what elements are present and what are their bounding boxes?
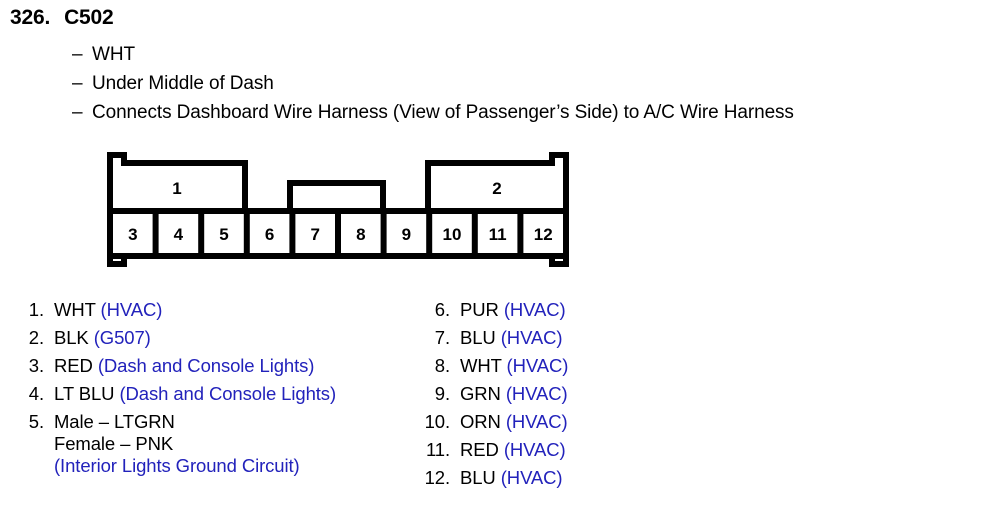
pin-number: 3.	[28, 355, 44, 376]
circuit-name: (HVAC)	[500, 467, 563, 488]
pin-description: LT BLU (Dash and Console Lights)	[44, 383, 408, 405]
circuit-name: (Interior Lights Ground Circuit)	[54, 455, 300, 476]
circuit-name: (HVAC)	[100, 299, 163, 320]
pin-cell-8: 8	[356, 225, 365, 244]
header-line-text: Connects Dashboard Wire Harness (View of…	[92, 102, 794, 123]
pin-number: 6.	[434, 299, 450, 320]
wire-color: RED	[54, 355, 93, 376]
circuit-name: (HVAC)	[503, 439, 566, 460]
pin-description: PUR (HVAC)	[450, 299, 718, 321]
circuit-name: (Dash and Console Lights)	[97, 355, 315, 376]
pin-description: GRN (HVAC)	[450, 383, 718, 405]
wire-color: BLK	[54, 327, 89, 348]
pin-description: BLU (HVAC)	[450, 467, 718, 489]
pin-number: 1.	[28, 299, 44, 320]
wire-color-female: Female – PNK	[54, 433, 174, 454]
wire-color-male: Male – LTGRN	[54, 411, 175, 432]
list-item: 11. RED (HVAC)	[418, 439, 718, 461]
pin-number: 8.	[434, 355, 450, 376]
wire-color: BLU	[460, 467, 496, 488]
connector-upper-label-1: 1	[172, 179, 181, 198]
pin-number: 11.	[425, 439, 450, 460]
circuit-name: (G507)	[93, 327, 151, 348]
circuit-name: (Dash and Console Lights)	[119, 383, 337, 404]
pin-number: 9.	[434, 383, 450, 404]
header-line-wire-color: –WHT	[72, 44, 135, 66]
pin-cell-12: 12	[534, 225, 553, 244]
wire-color: GRN	[460, 383, 501, 404]
list-item: 9. GRN (HVAC)	[418, 383, 718, 405]
connector-upper-label-2: 2	[492, 179, 501, 198]
list-item: 7. BLU (HVAC)	[418, 327, 718, 349]
pin-description: Male – LTGRN Female – PNK (Interior Ligh…	[44, 411, 408, 477]
list-item: 2. BLK (G507)	[18, 327, 408, 349]
pin-cell-5: 5	[219, 225, 228, 244]
header-line-text: WHT	[92, 44, 135, 65]
pin-description: ORN (HVAC)	[450, 411, 718, 433]
pin-number: 12.	[424, 467, 451, 488]
pin-description: WHT (HVAC)	[44, 299, 408, 321]
connector-id: C502	[64, 6, 114, 29]
pin-cell-4: 4	[174, 225, 184, 244]
list-item: 10. ORN (HVAC)	[418, 411, 718, 433]
list-item: 6. PUR (HVAC)	[418, 299, 718, 321]
list-item: 1. WHT (HVAC)	[18, 299, 408, 321]
wire-color: LT BLU	[54, 383, 115, 404]
pin-list-left: 1. WHT (HVAC) 2. BLK (G507) 3. RED (Dash…	[18, 299, 408, 483]
connector-diagram: 1 2 3 4 5 6 7 8 9 10 11 12	[100, 144, 576, 284]
list-item: 3. RED (Dash and Console Lights)	[18, 355, 408, 377]
pin-number: 4.	[28, 383, 44, 404]
pin-description: WHT (HVAC)	[450, 355, 718, 377]
circuit-name: (HVAC)	[500, 327, 563, 348]
pin-description: RED (HVAC)	[450, 439, 718, 461]
bullet-dash-icon: –	[72, 73, 83, 94]
list-item: 5. Male – LTGRN Female – PNK (Interior L…	[18, 411, 408, 477]
header-line-connects: –Connects Dashboard Wire Harness (View o…	[72, 102, 794, 124]
pin-cell-3: 3	[128, 225, 137, 244]
pin-description: RED (Dash and Console Lights)	[44, 355, 408, 377]
pin-number: 5.	[28, 411, 44, 432]
wire-color: ORN	[460, 411, 501, 432]
item-number: 326.	[10, 6, 51, 29]
list-item: 4. LT BLU (Dash and Console Lights)	[18, 383, 408, 405]
circuit-name: (HVAC)	[505, 411, 568, 432]
pin-number: 2.	[28, 327, 44, 348]
header-line-location: –Under Middle of Dash	[72, 73, 274, 95]
pin-description: BLK (G507)	[44, 327, 408, 349]
page-title: 326. C502	[10, 6, 114, 30]
pin-list-right: 6. PUR (HVAC) 7. BLU (HVAC) 8. WHT (HVAC…	[418, 299, 718, 495]
header-line-text: Under Middle of Dash	[92, 73, 274, 94]
pin-number: 7.	[434, 327, 450, 348]
circuit-name: (HVAC)	[506, 355, 569, 376]
pin-cell-11: 11	[489, 225, 507, 244]
circuit-name: (HVAC)	[503, 299, 566, 320]
wire-color: BLU	[460, 327, 496, 348]
circuit-name: (HVAC)	[505, 383, 568, 404]
pin-cell-10: 10	[443, 225, 462, 244]
pin-description: BLU (HVAC)	[450, 327, 718, 349]
pin-cell-9: 9	[402, 225, 411, 244]
wire-color: PUR	[460, 299, 499, 320]
list-item: 12. BLU (HVAC)	[418, 467, 718, 489]
bullet-dash-icon: –	[72, 44, 83, 65]
bullet-dash-icon: –	[72, 102, 83, 123]
wire-color: WHT	[460, 355, 502, 376]
pin-cell-7: 7	[310, 225, 319, 244]
wire-color: WHT	[54, 299, 96, 320]
pin-number: 10.	[424, 411, 451, 432]
wire-color: RED	[460, 439, 499, 460]
pin-cell-6: 6	[265, 225, 274, 244]
list-item: 8. WHT (HVAC)	[418, 355, 718, 377]
